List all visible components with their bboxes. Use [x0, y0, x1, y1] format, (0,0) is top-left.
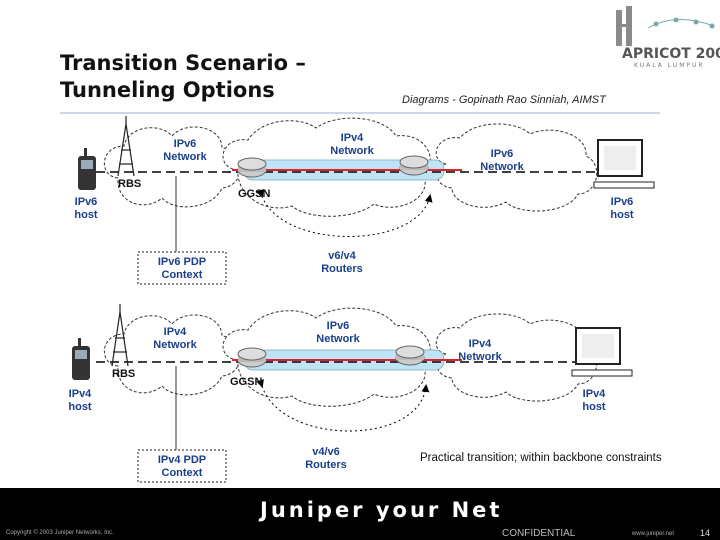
top-right-host-label: IPv6 host — [610, 196, 634, 221]
top-phone-icon — [78, 148, 96, 190]
top-middle-cloud-label: IPv4 Network — [330, 132, 374, 157]
top-left-cloud — [103, 126, 242, 208]
top-router-left — [237, 157, 267, 178]
top-router-right — [399, 155, 429, 176]
bottom-phone-icon — [72, 338, 90, 380]
top-routers-label: v6/v4 Routers — [321, 250, 363, 275]
top-rbs-label: RBS — [118, 178, 142, 190]
footer-url: www.juniper.net — [632, 531, 675, 537]
logo-subtitle: KUALA LUMPUR — [634, 62, 705, 69]
bottom-pdp-context-label: IPv4 PDP Context — [157, 454, 207, 479]
bottom-left-cloud — [103, 314, 242, 396]
bottom-router-left — [237, 347, 267, 368]
top-left-host-label: IPv6 host — [74, 196, 98, 221]
bottom-pdp-box — [137, 449, 227, 483]
footer-brand: Juniper your Net — [260, 498, 503, 522]
bottom-right-cloud — [435, 313, 598, 402]
logo-wordmark: APRICOT 2004 — [622, 46, 720, 62]
top-routers-arc — [256, 188, 433, 237]
bottom-routers-label: v4/v6 Routers — [305, 446, 347, 471]
top-right-cloud-label: IPv6 Network — [480, 148, 524, 173]
diagram-canvas — [72, 116, 655, 483]
title-line-1: Transition Scenario – — [60, 51, 306, 75]
bottom-left-cloud-label: IPv4 Network — [153, 326, 197, 351]
top-left-cloud-label: IPv6 Network — [163, 138, 207, 163]
footer-confidential: CONFIDENTIAL — [502, 528, 576, 539]
bottom-ggsn-label: GGSN — [230, 376, 263, 388]
bottom-right-host-label: IPv4 host — [582, 388, 606, 413]
top-pdp-context-label: IPv6 PDP Context — [157, 256, 207, 281]
page-number: 14 — [700, 528, 711, 538]
top-ggsn-label: GGSN — [238, 188, 271, 200]
title-line-2: Tunneling Options — [60, 78, 275, 102]
top-computer-icon — [593, 139, 655, 189]
bottom-rbs-tower-icon — [111, 304, 129, 367]
slide-title: Transition Scenario – Tunneling Options — [60, 50, 306, 104]
top-pdp-box — [137, 251, 227, 285]
footer-copyright: Copyright © 2003 Juniper Networks, Inc. — [6, 530, 114, 536]
top-rbs-tower-icon — [117, 116, 135, 177]
apricot-logo: APRICOT 2004 KUALA LUMPUR — [616, 6, 720, 69]
transition-note: Practical transition; within backbone co… — [420, 452, 662, 464]
bottom-middle-cloud-label: IPv6 Network — [316, 320, 360, 345]
top-right-cloud — [435, 123, 598, 212]
bottom-router-right — [395, 345, 425, 366]
bottom-left-host-label: IPv4 host — [68, 388, 92, 413]
bottom-rbs-label: RBS — [112, 368, 136, 380]
title-rule — [60, 112, 660, 114]
diagram-credit: Diagrams - Gopinath Rao Sinniah, AIMST — [402, 94, 606, 106]
bottom-right-cloud-label: IPv4 Network — [458, 338, 502, 363]
footer-bar — [0, 488, 720, 540]
bottom-computer-icon — [571, 327, 633, 377]
